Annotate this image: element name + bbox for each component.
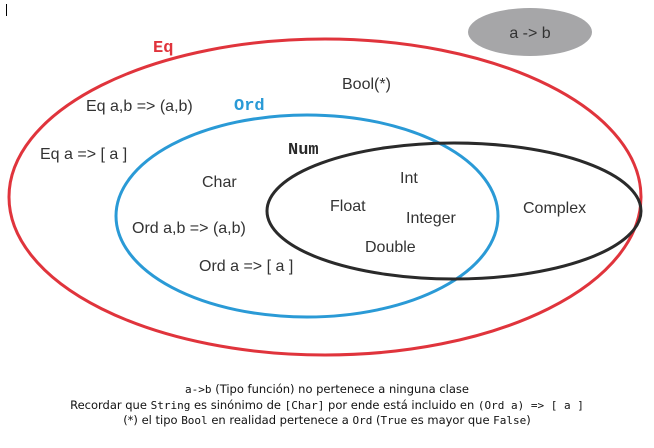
footnotes: a->b (Tipo función) no pertenece a ningu… (0, 382, 654, 429)
member-eq-tuple: Eq a,b => (a,b) (86, 98, 193, 115)
ord-set-boundary (114, 113, 500, 319)
member-ord-list: Ord a => [ a ] (199, 258, 293, 275)
arrow-type-label: a -> b (509, 25, 550, 42)
arrow-type-badge (468, 8, 592, 56)
venn-diagram: a -> b Eq Ord Num Bool(*) Eq a,b => (a,b… (7, 8, 643, 357)
ord-set-name: Ord (234, 97, 265, 116)
member-eq-list: Eq a => [ a ] (40, 146, 127, 163)
member-double: Double (365, 239, 416, 256)
eq-set-boundary (7, 37, 643, 357)
member-complex: Complex (523, 200, 586, 217)
num-set-boundary (265, 141, 643, 281)
member-float: Float (330, 198, 366, 215)
member-int: Int (400, 170, 418, 187)
member-integer: Integer (406, 210, 456, 227)
eq-set-name: Eq (153, 39, 173, 58)
note-bool-ord: (*) el tipo Bool en realidad pertenece a… (123, 413, 531, 427)
member-bool: Bool(*) (342, 76, 391, 93)
text-cursor (6, 4, 7, 16)
num-set-name: Num (288, 141, 319, 160)
member-ord-tuple: Ord a,b => (a,b) (132, 220, 246, 237)
note-string-synonym: Recordar que String es sinónimo de [Char… (70, 397, 584, 412)
member-char: Char (202, 174, 237, 191)
note-function-type: a->b (Tipo función) no pertenece a ningu… (185, 382, 469, 396)
